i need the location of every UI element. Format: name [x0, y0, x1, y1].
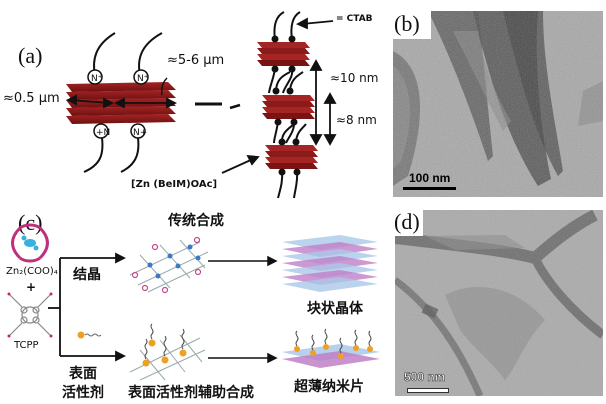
nanosheet-micrograph — [393, 11, 603, 197]
reaction-branch — [48, 252, 127, 362]
scale-bar — [403, 187, 456, 190]
spacing-arrow-outer — [309, 59, 323, 146]
head-group-icon — [93, 123, 109, 139]
transition-dash — [229, 103, 241, 110]
bulk-crystal-layers — [282, 235, 378, 292]
tcpp-molecule-icon — [7, 292, 53, 338]
mof-layer-top — [129, 239, 209, 293]
route-top-label: 结晶 — [73, 267, 101, 283]
surfactant-heads-bottom — [142, 339, 187, 367]
nanosheet-micrograph — [395, 210, 603, 396]
route-top-title: 传统合成 — [168, 213, 224, 229]
exfoliated-stack — [257, 42, 318, 169]
head-group-icon — [133, 69, 149, 85]
spacing-arrow-inner — [323, 92, 337, 146]
svg-text:+N: +N — [96, 128, 110, 138]
reactant-tcpp-label: TCPP — [14, 340, 39, 351]
svg-text:N⁺: N⁺ — [137, 74, 149, 84]
pointer-arrow — [161, 77, 168, 96]
thickness-label: ≈0.5 µm — [3, 91, 60, 106]
panel-a: (a) N⁺ N⁺ +N N+ — [0, 0, 385, 200]
surfactant-tail — [120, 137, 140, 173]
ctab-pointer-arrow — [295, 17, 334, 30]
nanosheet-stack — [257, 42, 310, 66]
nanosheet-stack — [265, 145, 318, 169]
scale-bar-label: 100 nm — [409, 171, 451, 185]
scale-bar — [407, 388, 449, 393]
scale-bar-label: 500 nm — [404, 370, 446, 385]
spacing-outer-label: ≈10 nm — [330, 71, 379, 85]
plus-sign: + — [26, 280, 37, 294]
reactant-zn-label: Zn₂(COO)₄ — [6, 266, 58, 277]
route-bottom-product: 超薄纳米片 — [294, 379, 364, 395]
route-bottom-label-line1: 表面 — [69, 366, 97, 382]
route-bottom-label-line2: 活性剂 — [62, 385, 104, 401]
panel-d-tem-image: (d) 500 nm — [395, 210, 603, 396]
mof-nodes-top — [147, 244, 201, 279]
bulk-crystal-schematic: N⁺ N⁺ +N N+ — [65, 11, 337, 199]
mof-layer-bottom — [129, 334, 206, 381]
zn-paddlewheel-icon — [11, 223, 49, 263]
arrow-bottom — [208, 352, 278, 364]
panel-d-label-bg — [395, 210, 423, 236]
nanosheet-surfactant-heads — [294, 344, 373, 359]
panel-b-label-bg — [393, 11, 431, 39]
svg-text:N+: N+ — [133, 128, 147, 138]
nanosheet-stack — [262, 95, 315, 119]
panel-d-label: (d) — [395, 210, 420, 234]
panel-c: (c) — [0, 200, 390, 404]
spacing-inner-label: ≈8 nm — [336, 113, 377, 127]
surfactant-tail — [138, 32, 163, 76]
svg-text:N⁺: N⁺ — [91, 74, 103, 84]
route-top-product: 块状晶体 — [307, 301, 363, 317]
compound-pointer-arrow — [221, 154, 260, 174]
panel-a-label: (a) — [18, 43, 43, 68]
thickness-arrow — [65, 94, 178, 109]
surfactant-tail — [83, 137, 104, 173]
synthesis-scheme — [7, 223, 380, 381]
ctab-heads — [271, 35, 301, 176]
surfactant-tail — [93, 32, 116, 76]
compound-label: [Zn (BeIM)OAc] — [131, 179, 218, 190]
head-group-icon — [87, 69, 103, 85]
surfactant-tails-bottom — [144, 323, 185, 360]
surfactant-icon — [77, 331, 102, 339]
nanosheet-surfactant-tails — [295, 328, 372, 354]
mof-linkers-top — [131, 236, 202, 294]
ctab-legend: = CTAB — [336, 14, 373, 24]
panel-b-tem-image: (b) 100 nm — [393, 11, 603, 197]
panel-b-label: (b) — [394, 11, 420, 36]
panel-c-label: (c) — [18, 210, 43, 235]
route-bottom-title: 表面活性剂辅助合成 — [128, 385, 254, 401]
lateral-size-label: ≈5-6 µm — [167, 53, 225, 68]
arrow-top — [208, 255, 278, 267]
